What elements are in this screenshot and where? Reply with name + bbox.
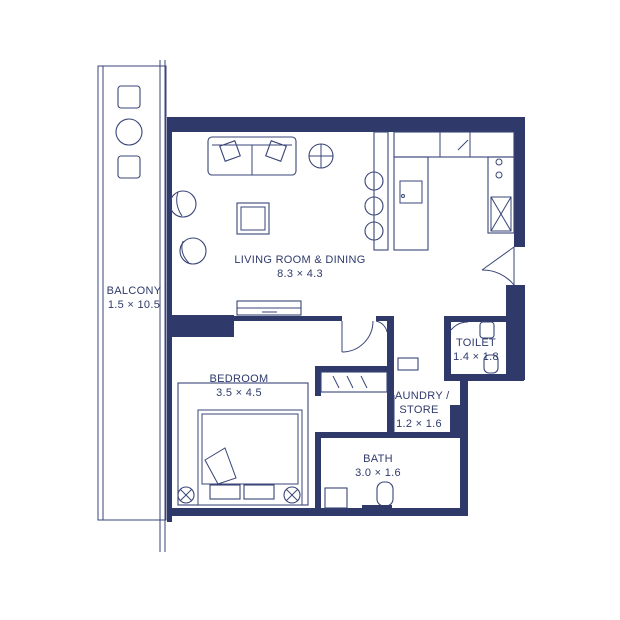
- laundry-label-2: STORE: [399, 404, 438, 416]
- wet-area-fixtures: [324, 321, 499, 510]
- bar-stool-3: [364, 221, 384, 241]
- balcony-chair-bottom: [117, 155, 141, 179]
- bedroom-label: BEDROOM: [210, 373, 269, 385]
- laundry-top-wall: [315, 366, 387, 372]
- armchair-bottom: [179, 237, 207, 265]
- bedroom-door: [341, 320, 374, 353]
- living-size: 8.3 × 4.3: [277, 268, 323, 280]
- right-wall-bath: [460, 380, 468, 516]
- bed: [197, 409, 303, 506]
- bed-fold: [204, 447, 237, 485]
- fridge: [490, 196, 512, 232]
- balcony-chair-top: [117, 85, 141, 109]
- balcony-area: [97, 60, 167, 552]
- bedroom-wall-block: [172, 315, 234, 337]
- living-label: LIVING ROOM & DINING: [234, 254, 365, 266]
- toilet-basin: [483, 354, 499, 374]
- living-furniture: [169, 131, 515, 316]
- toilet-bowl: [479, 321, 495, 339]
- entry-door: [481, 246, 515, 286]
- pillow-right: [243, 484, 275, 500]
- right-wall-upper: [514, 117, 525, 247]
- bar-stool-1: [364, 171, 384, 191]
- bath-left-wall: [315, 432, 321, 512]
- balcony-table: [115, 118, 143, 146]
- cushion-right: [265, 140, 287, 162]
- bath-label: BATH: [363, 453, 393, 465]
- toilet-door: [450, 321, 469, 331]
- bath-toilet: [376, 481, 394, 507]
- toilet-bottom-wall: [444, 374, 524, 381]
- balcony-size: 1.5 × 10.5: [108, 299, 160, 311]
- kitchen-sink: [399, 180, 423, 204]
- left-wall: [167, 117, 172, 522]
- balcony-outline: [97, 65, 167, 521]
- laundry-label: LAUNDRY /: [389, 390, 451, 402]
- toilet-label: TOILET: [456, 337, 496, 349]
- bath-vanity: [324, 487, 348, 509]
- nightstand-left: [177, 486, 195, 504]
- bath-size: 3.0 × 1.6: [355, 467, 401, 479]
- walls: [167, 117, 525, 522]
- pillow-left: [209, 484, 241, 500]
- laundry-size: 1.2 × 1.6: [396, 418, 442, 430]
- armchair-top: [169, 190, 197, 218]
- toilet-left-wall: [444, 316, 451, 374]
- toilet-top-wall: [444, 316, 506, 322]
- balcony-label: BALCONY: [107, 285, 162, 297]
- bar-stool-2: [364, 196, 384, 216]
- right-wall-lower: [506, 285, 525, 380]
- kitchen-island: [373, 131, 389, 251]
- kitchen-side-counter: [487, 156, 515, 234]
- dining-table: [236, 202, 270, 235]
- top-wall: [170, 117, 525, 132]
- wardrobe: [320, 371, 388, 393]
- laundry-left-wall: [387, 316, 394, 436]
- bath-top-wall: [315, 432, 467, 438]
- toilet-size: 1.4 × 1.8: [453, 351, 499, 363]
- bedroom-size: 3.5 × 4.5: [216, 387, 262, 399]
- nightstand-right: [283, 486, 301, 504]
- kitchen-back-counter: [393, 131, 515, 158]
- bedroom-furniture: [177, 371, 388, 506]
- doors: [341, 246, 515, 432]
- bedroom-top-wall: [234, 316, 342, 321]
- washing-machine: [397, 357, 419, 371]
- room-labels: BALCONY 1.5 × 10.5 LIVING ROOM & DINING …: [107, 254, 499, 479]
- cushion-left: [219, 140, 241, 162]
